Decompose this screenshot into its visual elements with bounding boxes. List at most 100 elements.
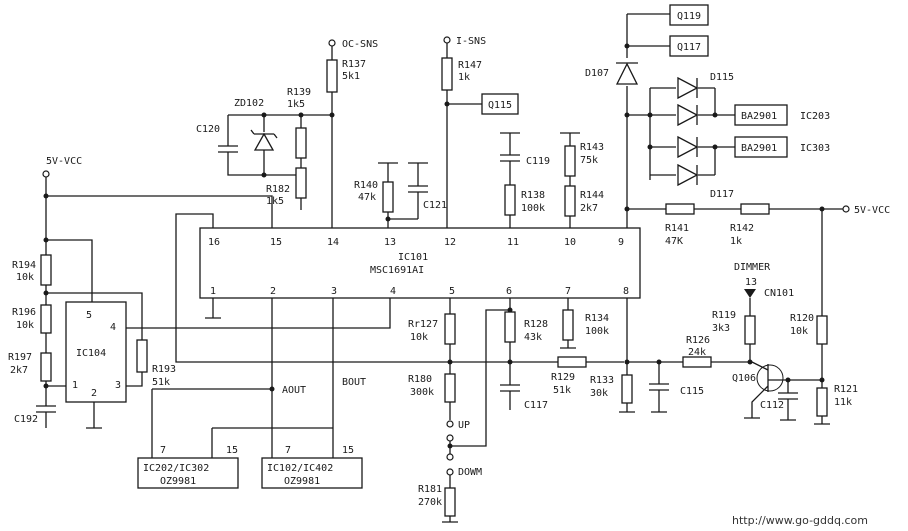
zd102-bar (250, 129, 278, 139)
r126-label: R126 (686, 335, 710, 346)
r193-value: 51k (152, 377, 170, 388)
c119-label: C119 (526, 156, 550, 167)
driver-box-1 (137, 457, 239, 489)
r119-label: R119 (712, 310, 736, 321)
r139-label: R139 (287, 87, 311, 98)
watermark: http://www.go-gddq.com (732, 514, 868, 527)
r182 (295, 167, 307, 199)
r193-label: R193 (152, 364, 176, 375)
r120-value: 10k (790, 326, 808, 337)
cn101-label: CN101 (764, 288, 794, 299)
r134-value: 100k (585, 326, 609, 337)
r181 (444, 487, 456, 517)
r144 (564, 185, 576, 217)
q106-symbol (744, 361, 822, 419)
pin-4: 4 (390, 286, 396, 297)
c121 (408, 162, 428, 219)
pin-6: 6 (506, 286, 512, 297)
r129-value: 51k (553, 385, 571, 396)
r143-value: 75k (580, 155, 598, 166)
c115 (649, 362, 669, 413)
r138-label: R138 (521, 190, 545, 201)
r134-label: R134 (585, 313, 609, 324)
driver2-pin15: 15 (342, 445, 354, 456)
ic104-pin2: 2 (91, 388, 97, 399)
c192 (36, 405, 56, 428)
i-sns-label: I-SNS (456, 36, 486, 47)
r139-value: 1k5 (287, 99, 305, 110)
r194 (40, 254, 52, 286)
oc-sns-label: OC-SNS (342, 39, 378, 50)
r147-value: 1k (458, 72, 470, 83)
dimmer-pin: 13 (745, 277, 757, 288)
d115-b (677, 103, 699, 127)
r138 (504, 184, 516, 216)
ic203-label: IC203 (800, 111, 830, 122)
r119-value: 3k3 (712, 323, 730, 334)
r129-label: R129 (551, 372, 575, 383)
c117-label: C117 (524, 400, 548, 411)
pin-12: 12 (444, 237, 456, 248)
r196-label: R196 (12, 307, 36, 318)
pin-1: 1 (210, 286, 216, 297)
q117-label: Q117 (677, 42, 701, 53)
down-terminal (446, 453, 454, 461)
r128 (504, 311, 516, 343)
pin-10: 10 (564, 237, 576, 248)
c192-label: C192 (14, 414, 38, 425)
r141 (665, 203, 695, 215)
c112-label: C112 (760, 400, 784, 411)
c112 (778, 380, 798, 421)
driver1-name: IC202/IC302 (143, 463, 209, 474)
driver1-part: OZ9981 (160, 476, 196, 487)
ic104-name: IC104 (76, 348, 106, 359)
i-sns-terminal (443, 36, 451, 44)
r121 (816, 387, 828, 417)
r181-value: 270k (418, 497, 442, 508)
r126-value: 24k (688, 347, 706, 358)
pin-2: 2 (270, 286, 276, 297)
r194-value: 10k (16, 272, 34, 283)
r140-label: R140 (354, 180, 378, 191)
c120-label: C120 (196, 124, 220, 135)
r143 (564, 145, 576, 177)
d117-b (677, 163, 699, 187)
r134 (562, 309, 574, 341)
r140-value: 47k (358, 192, 376, 203)
r181-label: R181 (418, 484, 442, 495)
r133 (621, 374, 633, 404)
driver2-part: OZ9981 (284, 476, 320, 487)
r142 (740, 203, 770, 215)
r180 (444, 373, 456, 403)
zd102-label: ZD102 (234, 98, 264, 109)
vcc-left-terminal (42, 170, 50, 178)
dimmer-arrow (744, 289, 756, 298)
ba2901-label-a: BA2901 (741, 111, 777, 122)
pin-7: 7 (565, 286, 571, 297)
r128-value: 43k (524, 332, 542, 343)
pin-14: 14 (327, 237, 339, 248)
ic101-part: MSC1691AI (370, 265, 424, 276)
ic104-body (65, 301, 127, 403)
q117-box (669, 35, 709, 57)
rr127 (444, 313, 456, 345)
r137-value: 5k1 (342, 71, 360, 82)
r182-label: R182 (266, 184, 290, 195)
r143-label: R143 (580, 142, 604, 153)
r180-label: R180 (408, 374, 432, 385)
up-label: UP (458, 420, 470, 431)
r197 (40, 352, 52, 382)
ic104-pin1: 1 (72, 380, 78, 391)
r137 (326, 59, 338, 93)
r142-value: 1k (730, 236, 742, 247)
dimmer-label: DIMMER (734, 262, 771, 273)
r194-label: R194 (12, 260, 36, 271)
pin-8: 8 (623, 286, 629, 297)
driver2-name: IC102/IC402 (267, 463, 333, 474)
driver2-pin7: 7 (285, 445, 291, 456)
r196-value: 10k (16, 320, 34, 331)
up-terminal (446, 420, 454, 428)
d117-a (677, 135, 699, 159)
r140 (382, 181, 394, 213)
r141-value: 47K (665, 236, 683, 247)
